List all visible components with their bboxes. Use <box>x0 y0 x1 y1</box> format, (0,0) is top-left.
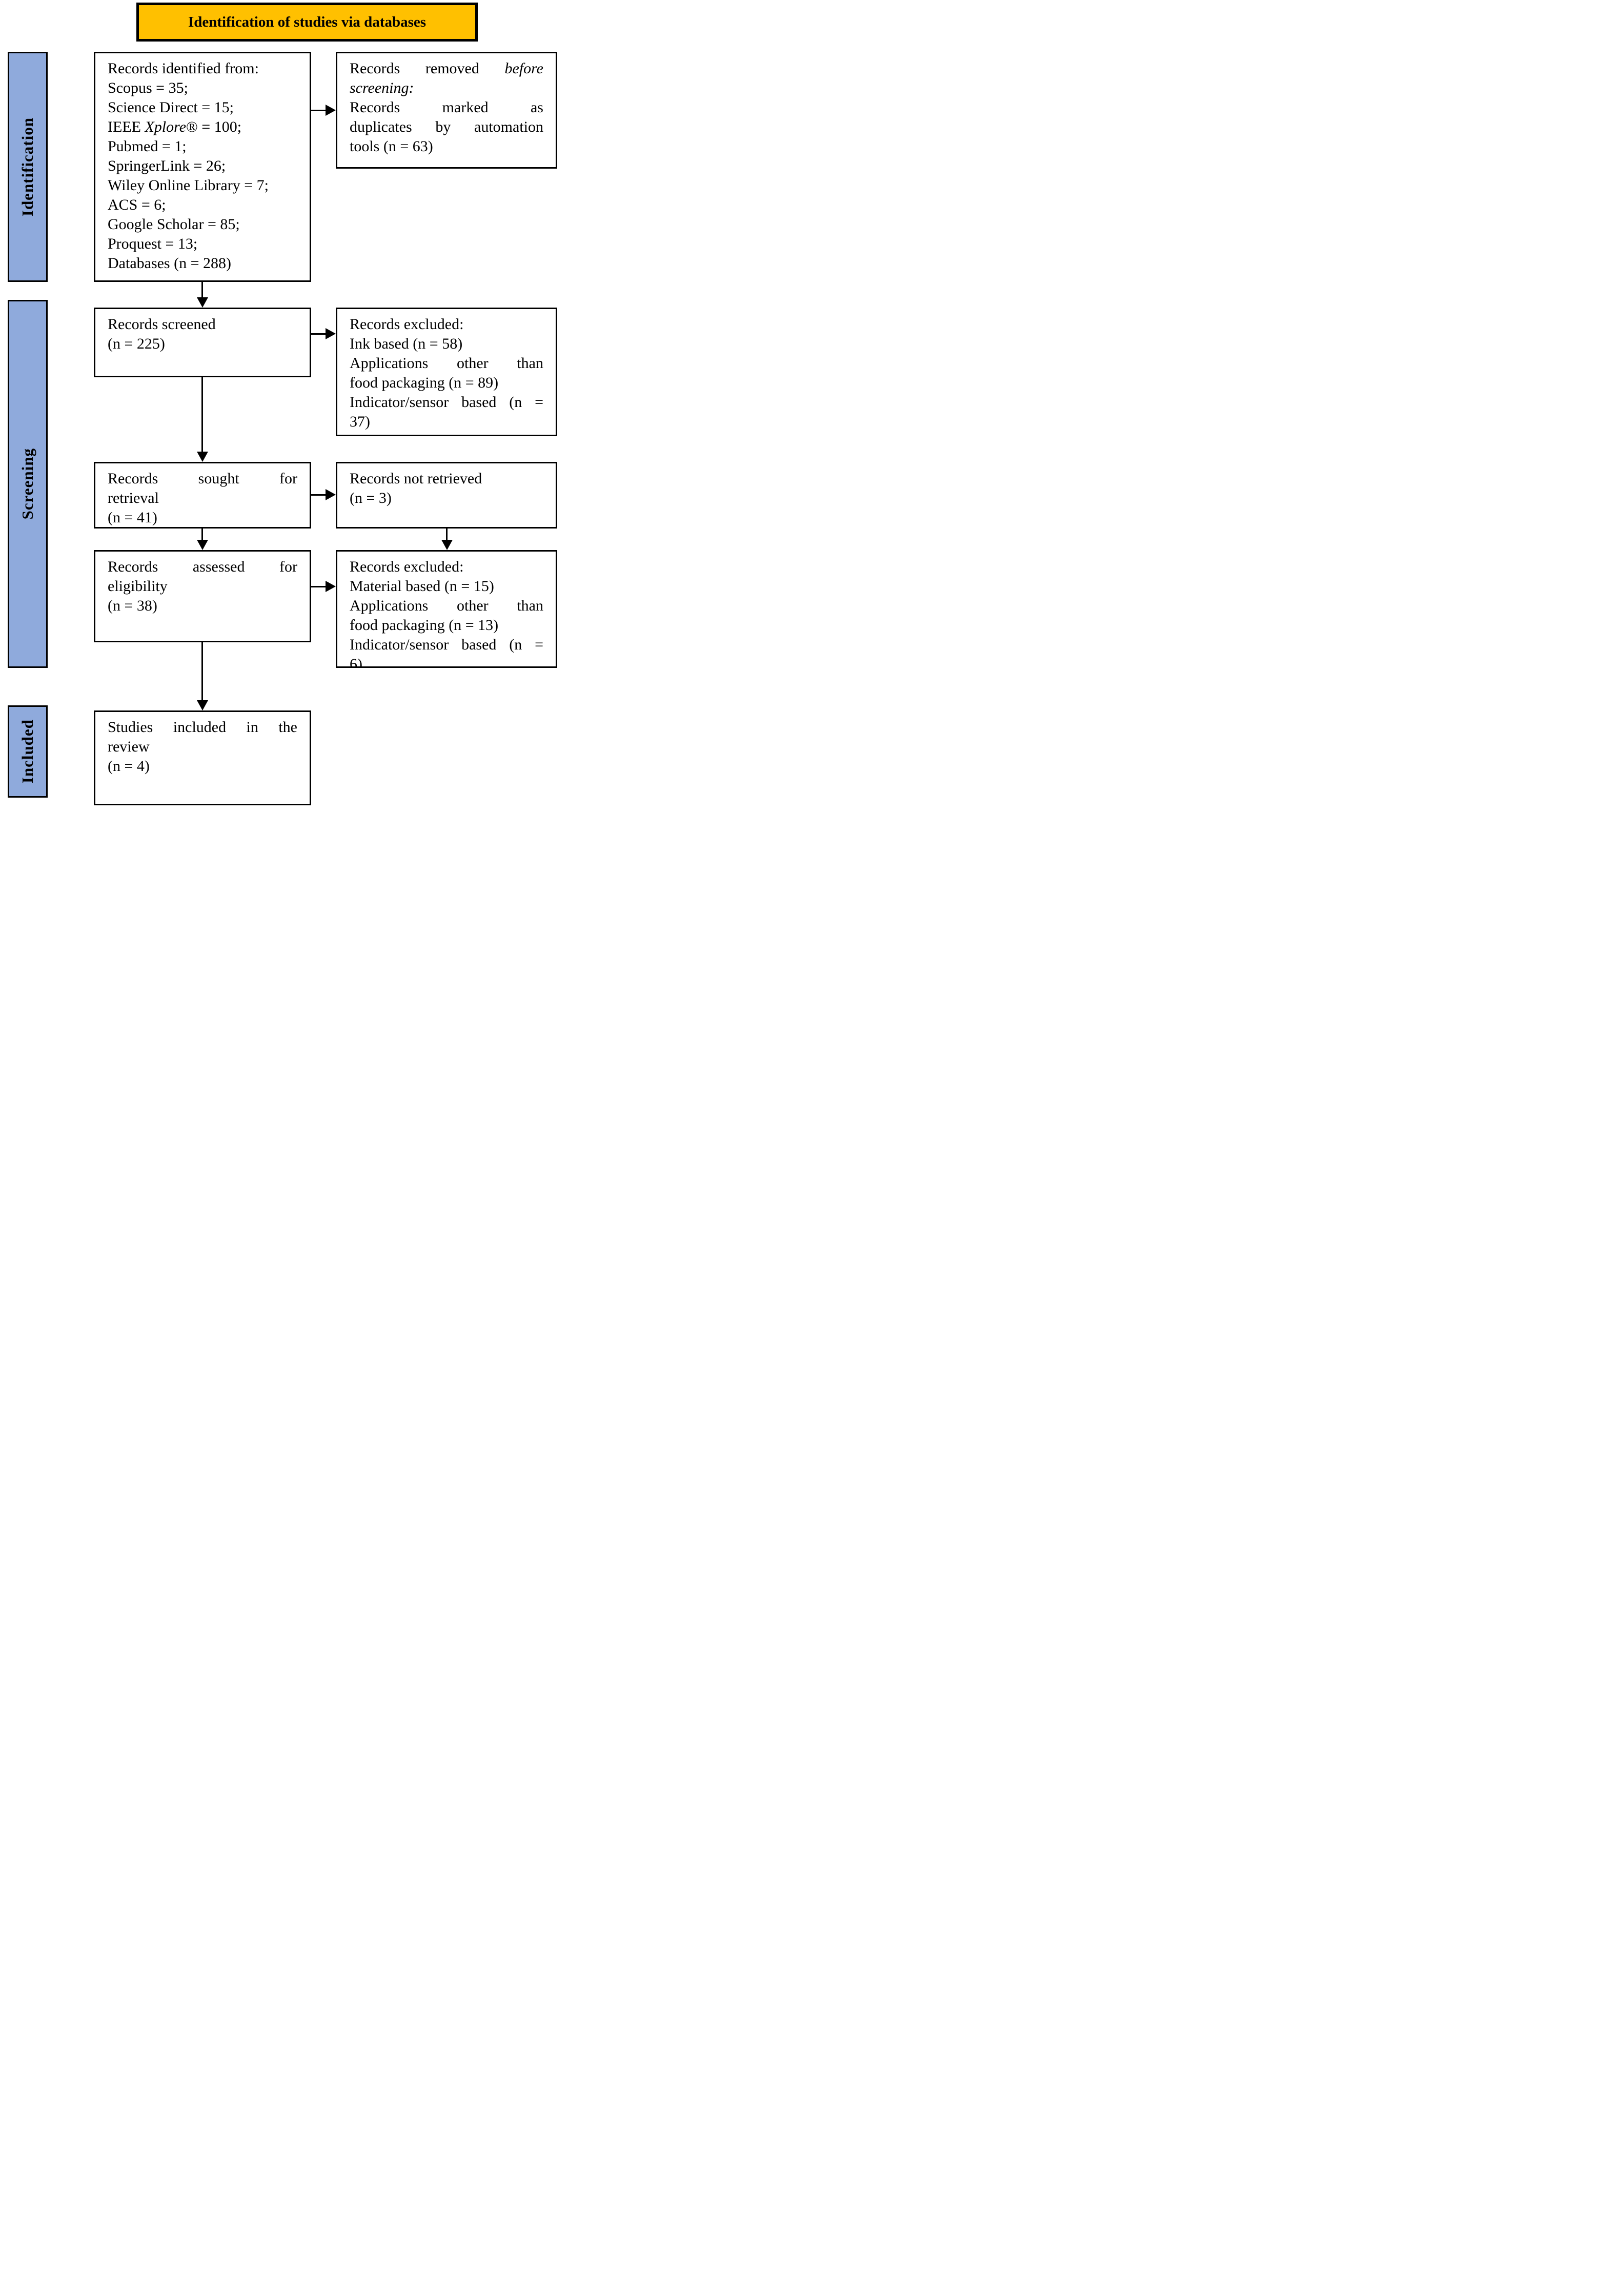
box-records-not-retrieved: Records not retrieved (n = 3) <box>336 462 557 529</box>
diagram-title: Identification of studies via databases <box>188 13 427 30</box>
box-records-identified: Records identified from: Scopus = 35; Sc… <box>94 52 311 282</box>
phase-identification-label: Identification <box>18 117 36 217</box>
phase-included: Included <box>8 705 48 798</box>
diagram-title-banner: Identification of studies via databases <box>136 3 478 42</box>
records-removed-line1: Records removed before <box>350 60 543 77</box>
records-identified-ieee-line: IEEE Xplore® = 100; <box>108 118 242 135</box>
box-records-sought: Records sought for retrieval (n = 41) <box>94 462 311 529</box>
phase-included-label: Included <box>18 719 36 784</box>
phase-screening: Screening <box>8 300 48 668</box>
box-records-excluded-2: Records excluded: Material based (n = 15… <box>336 550 557 668</box>
records-removed-line2: screening: <box>350 79 414 96</box>
prisma-flow-diagram: Identification of studies via databases … <box>0 0 564 807</box>
box-records-screened: Records screened (n = 225) <box>94 308 311 377</box>
box-records-removed: Records removed before screening: Record… <box>336 52 557 169</box>
phase-screening-label: Screening <box>18 448 36 520</box>
records-identified-text-bottom: Pubmed = 1; SpringerLink = 26; Wiley Onl… <box>108 138 269 272</box>
box-records-assessed: Records assessed for eligibility (n = 38… <box>94 550 311 642</box>
phase-identification: Identification <box>8 52 48 282</box>
box-records-excluded-1: Records excluded: Ink based (n = 58) App… <box>336 308 557 436</box>
box-studies-included: Studies included in the review (n = 4) <box>94 710 311 805</box>
records-identified-text-top: Records identified from: Scopus = 35; Sc… <box>108 60 259 116</box>
